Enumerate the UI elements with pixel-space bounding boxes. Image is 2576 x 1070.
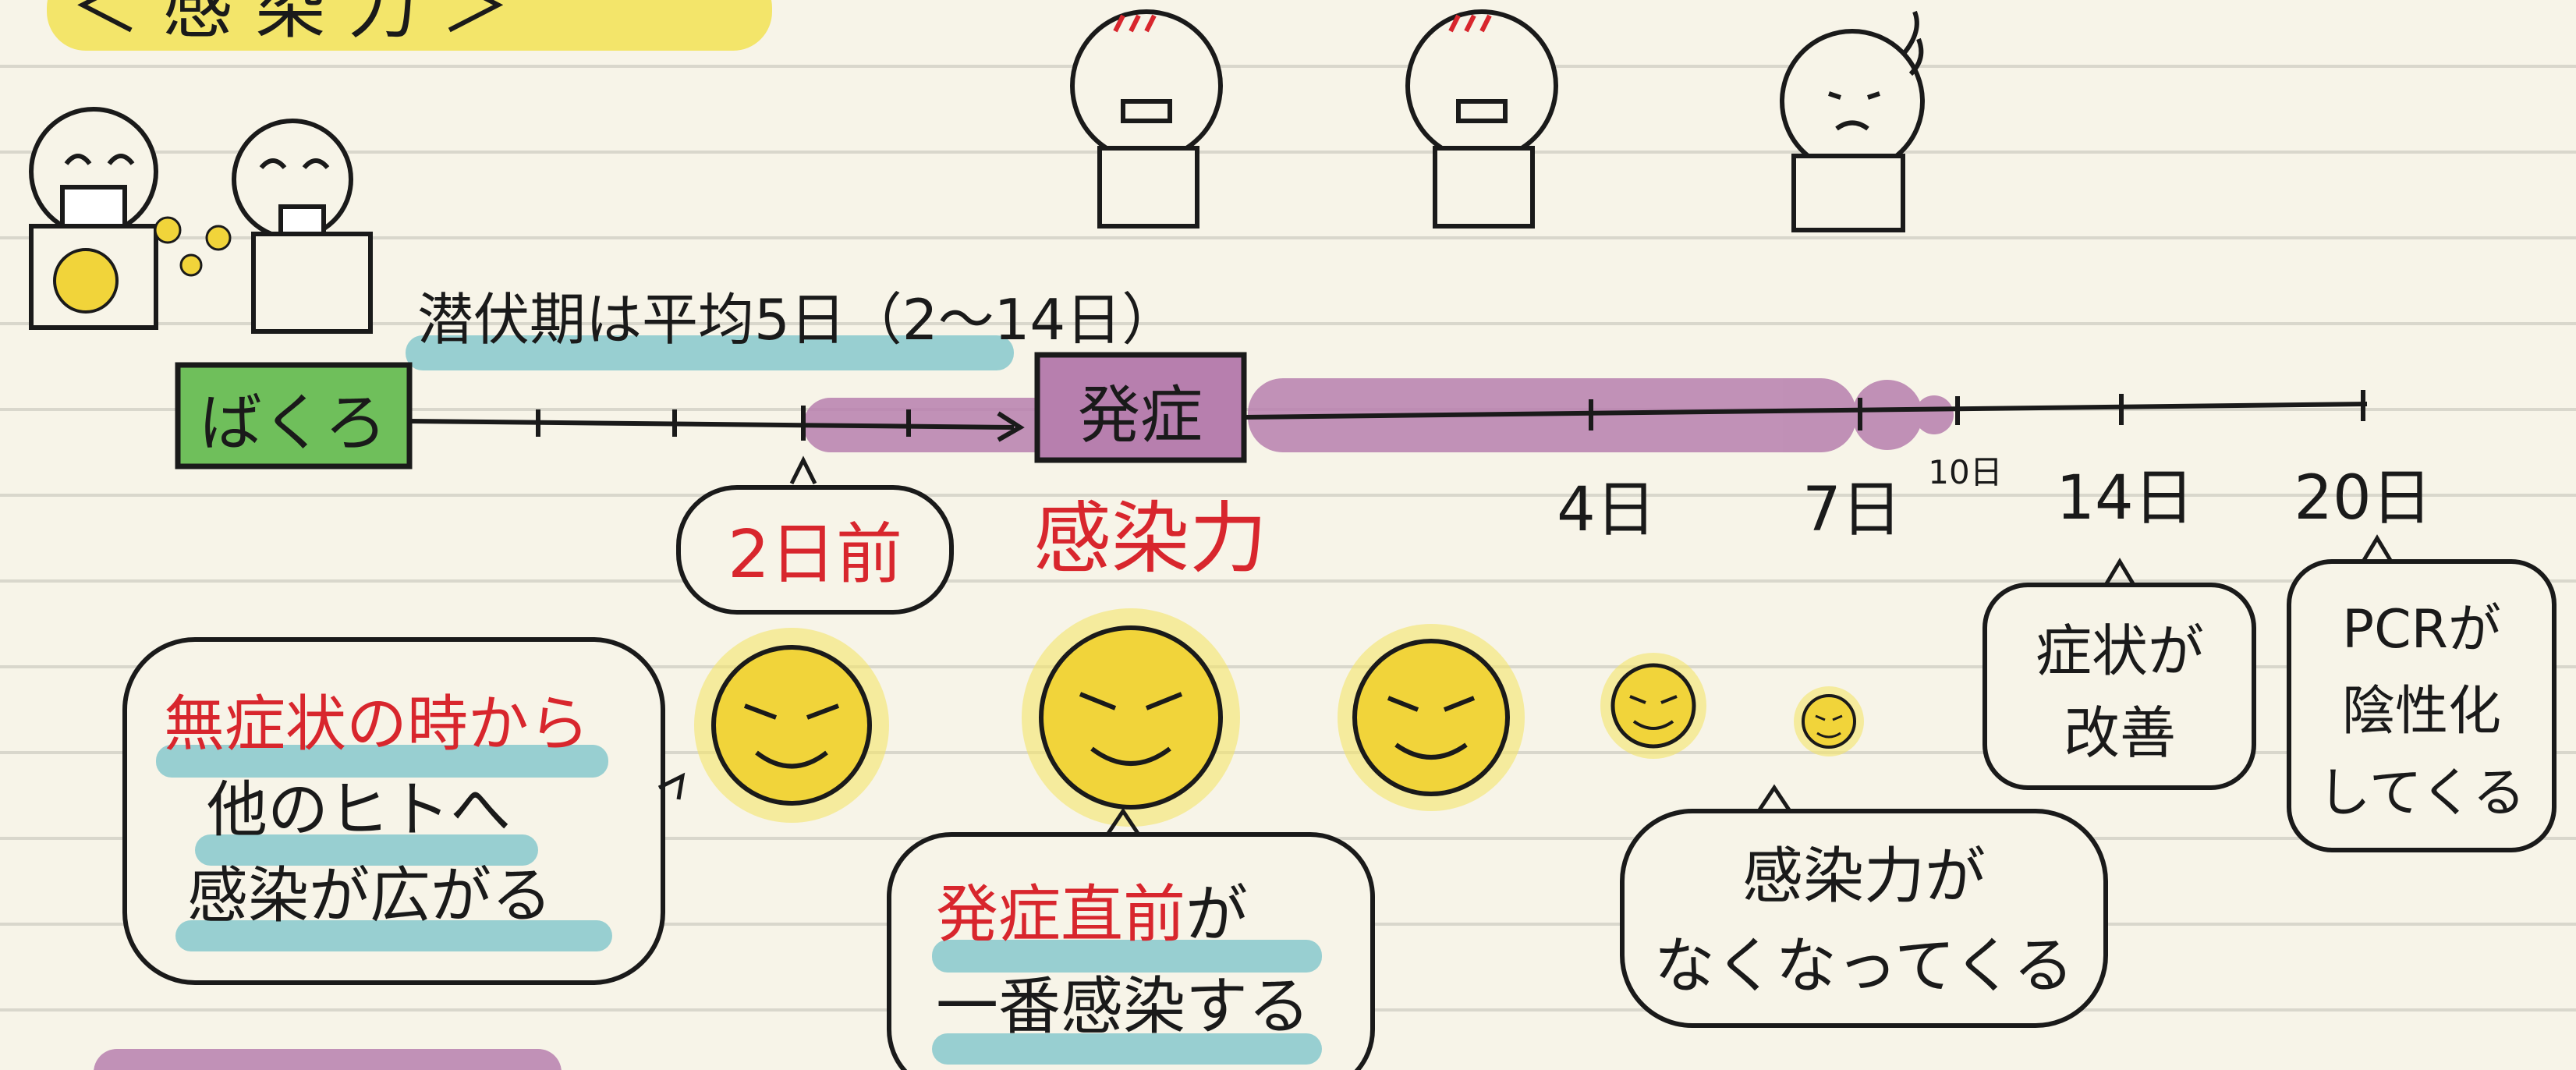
virus-icon [1600, 653, 1706, 759]
virus-icon [694, 628, 889, 823]
peak-note-bubble: 発症直前が 一番感染する [887, 807, 1375, 1070]
virus-icon [1022, 608, 1240, 827]
exposure-box: ばくろ [175, 362, 413, 469]
tick-label-day4: 4日 [1557, 475, 1657, 545]
tick-label-day7: 7日 [1802, 475, 1902, 545]
recovering-person-icon [1780, 10, 1925, 232]
asymptomatic-line3: 感染が広がる [187, 861, 552, 931]
tick-label-day20: 20日 [2294, 463, 2432, 533]
symptom-line2: 改善 [2064, 700, 2176, 766]
declining-line2: なくなってくる [1654, 931, 2074, 1001]
peak-line2: 一番感染する [936, 970, 1310, 1043]
bottom-heading-highlight [94, 1049, 562, 1070]
timeline-axis [409, 390, 2368, 442]
infectivity-label: 感染力 [1033, 493, 1267, 584]
pcr-line2: 陰性化 [2342, 681, 2501, 742]
symptom-note-bubble: 症状が 改善 [1982, 558, 2256, 790]
title-text: ＜ 感 染 力 ＞ [70, 0, 510, 48]
title-banner: ＜ 感 染 力 ＞ [47, 0, 772, 51]
tick-label-day10: 10日 [1928, 453, 2002, 491]
exposure-label: ばくろ [200, 387, 387, 459]
declining-line1: 感染力が [1742, 841, 1986, 912]
days-before-label: 2日前 [728, 516, 902, 593]
virus-icon [1338, 624, 1525, 811]
pcr-line3: してくる [2318, 763, 2526, 824]
asymptomatic-line1: 無症状の時から [164, 689, 590, 760]
pcr-line1: PCRが [2342, 599, 2501, 661]
asymptomatic-line2: 他のヒトへ [207, 775, 511, 845]
sick-person-icon [1070, 9, 1223, 229]
symptom-line1: 症状が [2036, 618, 2204, 684]
declining-note-bubble: 感染力が なくなってくる [1620, 784, 2108, 1028]
peak-line1-red: 発症直前 [936, 878, 1185, 951]
people-exposure-icon [29, 107, 373, 334]
onset-box: 発症 [1034, 352, 1247, 463]
tick-label-day14: 14日 [2056, 463, 2194, 533]
peak-line1-suffix: が [1185, 878, 1248, 951]
incubation-note: 潜伏期は平均5日（2～14日） [406, 287, 1178, 370]
pcr-note-bubble: PCRが 陰性化 してくる [2287, 534, 2557, 852]
onset-label: 発症 [1078, 379, 1203, 452]
days-before-bubble: 2日前 [676, 455, 954, 615]
peak-line1: 発症直前が [936, 878, 1248, 951]
sick-person-icon [1405, 9, 1558, 229]
incubation-note-text: 潜伏期は平均5日（2～14日） [417, 287, 1178, 353]
virus-icon [1794, 686, 1864, 756]
asymptomatic-note-bubble: 無症状の時から 他のヒトへ 感染が広がる [122, 637, 686, 985]
